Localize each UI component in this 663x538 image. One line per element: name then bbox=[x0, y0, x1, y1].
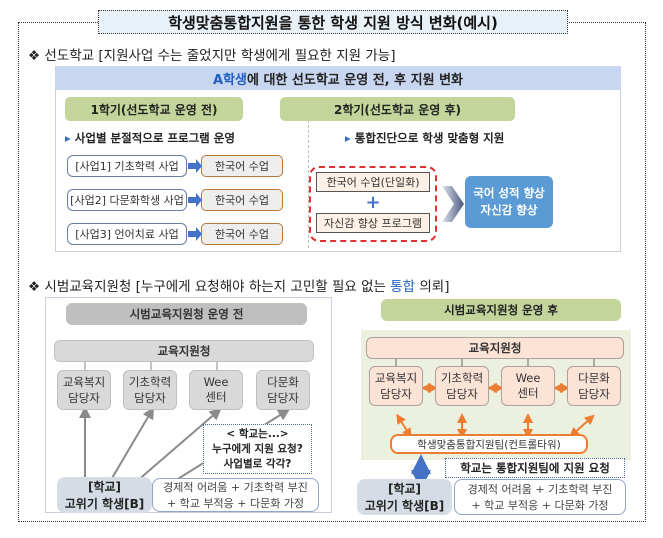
unit-line: 센터 bbox=[205, 390, 227, 404]
school-box: [학교] 고위기 학생[B] bbox=[357, 479, 452, 515]
condition-line: + 학교 부적응 + 다문화 가정 bbox=[471, 499, 609, 512]
chevron-arrow-icon bbox=[442, 186, 464, 222]
office-box: 교육지원청 bbox=[54, 340, 314, 362]
office-box: 교육지원청 bbox=[366, 337, 624, 359]
condition-line: 경제적 어려움 + 기초학력 부진 bbox=[467, 483, 613, 496]
band-highlight: A학생 bbox=[212, 72, 247, 88]
unit-line: 기초학력 bbox=[440, 371, 484, 385]
section1-label: 선도학교 [지원사업 수는 줄었지만 학생에게 필요한 지원 가능] bbox=[44, 48, 396, 64]
student-conditions: 경제적 어려움 + 기초학력 부진 + 학교 부적응 + 다문화 가정 bbox=[152, 478, 319, 512]
unit-line: 교육복지 bbox=[374, 371, 418, 385]
program-korean: 한국어 수업(단일화) bbox=[316, 172, 430, 192]
school-line: [학교] bbox=[387, 482, 422, 496]
unit-line: 담당자 bbox=[578, 387, 610, 401]
student-conditions: 경제적 어려움 + 기초학력 부진 + 학교 부적응 + 다문화 가정 bbox=[454, 479, 626, 515]
outcome-grades: 국어 성적 향상 bbox=[473, 186, 545, 200]
unit-line: 담당자 bbox=[68, 391, 100, 405]
diamond-bullet-icon: ❖ bbox=[28, 279, 41, 295]
request-note: 학교는 통합지원팀에 지원 요청 bbox=[445, 458, 625, 478]
after-header: 2학기(선도학교 운영 후) bbox=[280, 97, 515, 121]
section1-heading: ❖ 선도학교 [지원사업 수는 줄었지만 학생에게 필요한 지원 가능] bbox=[28, 44, 395, 64]
program-result: 한국어 수업 bbox=[201, 155, 283, 177]
program-result: 한국어 수업 bbox=[201, 189, 283, 211]
unit-line: 다문화 bbox=[578, 371, 610, 385]
school-line: 고위기 학생[B] bbox=[64, 497, 145, 511]
after-connectors bbox=[395, 359, 595, 490]
link-arrow bbox=[569, 414, 595, 438]
arrow-bullet-icon: ▸ bbox=[65, 131, 71, 145]
highlight: 통합 bbox=[390, 279, 416, 295]
question-note: < 학교는...> 누구에게 지원 요청? 사업별로 각각? bbox=[203, 424, 312, 474]
program-source: [사업3] 언어치료 사업 bbox=[67, 223, 187, 245]
note-line: < 학교는...> bbox=[226, 427, 289, 440]
unit-line: 다문화 bbox=[267, 375, 299, 389]
before-sub: ▸ 사업별 분절적으로 프로그램 운영 bbox=[65, 131, 235, 145]
before-panel-header: 시범교육지원청 운영 전 bbox=[66, 303, 307, 325]
program-source: [사업1] 기초학력 사업 bbox=[67, 155, 187, 177]
row-arrows bbox=[188, 159, 202, 241]
right-arrow-icon bbox=[188, 193, 202, 207]
unit-line: 담당자 bbox=[380, 387, 412, 401]
unit-line: Wee bbox=[515, 371, 541, 385]
section2-heading: ❖ 시범교육지원청 [누구에게 요청해야 하는지 고민할 필요 없는 통합 의뢰… bbox=[28, 279, 450, 295]
condition-line: + 학교 부적응 + 다문화 가정 bbox=[166, 497, 305, 510]
arrow-bullet-icon: ▸ bbox=[345, 131, 351, 145]
unit-line: 담당자 bbox=[134, 391, 166, 405]
integrated-support-team: 학생맞춤통합지원팀(컨트롤타워) bbox=[390, 434, 588, 454]
divider bbox=[308, 100, 309, 248]
condition-line: 경제적 어려움 + 기초학력 부진 bbox=[163, 481, 308, 494]
band-text: 에 대한 선도학교 운영 전, 후 지원 변화 bbox=[246, 72, 463, 88]
outcome-confidence: 자신감 향상 bbox=[480, 203, 538, 217]
program-source: [사업2] 다문화학생 사업 bbox=[67, 189, 187, 211]
before-header: 1학기(선도학교 운영 전) bbox=[65, 97, 243, 121]
school-box: [학교] 고위기 학생[B] bbox=[57, 477, 152, 513]
unit-line: Wee bbox=[203, 375, 229, 389]
program-confidence: 자신감 향상 프로그램 bbox=[316, 213, 430, 233]
link-arrow bbox=[396, 413, 412, 439]
integrated-program-group bbox=[309, 166, 437, 242]
unit-line: 교육복지 bbox=[62, 375, 106, 389]
plus-icon: + bbox=[365, 191, 381, 213]
unit-line: 담당자 bbox=[267, 391, 299, 405]
unit-line: 담당자 bbox=[446, 387, 478, 401]
unit-line: 기초학력 bbox=[128, 375, 172, 389]
after-sub: ▸ 통합진단으로 학생 맞춤형 지원 bbox=[345, 131, 505, 145]
unit-line: 센터 bbox=[517, 386, 539, 400]
school-line: [학교] bbox=[87, 480, 122, 494]
right-arrow-icon bbox=[188, 227, 202, 241]
program-result: 한국어 수업 bbox=[201, 223, 283, 245]
diamond-bullet-icon: ❖ bbox=[28, 48, 41, 64]
note-line: 사업별로 각각? bbox=[223, 457, 292, 470]
note-line: 누구에게 지원 요청? bbox=[212, 442, 303, 455]
right-arrow-icon bbox=[188, 159, 202, 173]
page-title: 학생맞춤통합지원을 통한 학생 지원 방식 변화(예시) bbox=[98, 10, 568, 34]
after-panel-header: 시범교육지원청 운영 후 bbox=[381, 299, 621, 321]
school-line: 고위기 학생[B] bbox=[364, 499, 445, 513]
